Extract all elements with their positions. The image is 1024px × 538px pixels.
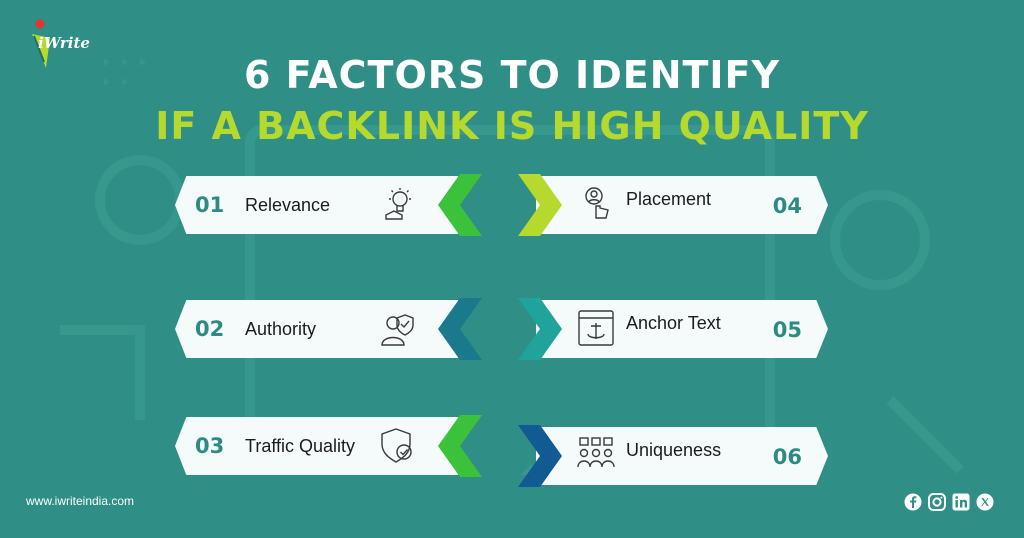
chevron-right-teal-icon: [518, 298, 562, 360]
brand-logo: [28, 18, 98, 78]
factor-card-02: 02 Authority: [175, 300, 458, 358]
logo-mark-icon: [32, 19, 50, 68]
factor-card-04: Placement 04: [536, 176, 828, 234]
page-title-line-2: IF A BACKLINK IS HIGH QUALITY: [155, 104, 869, 148]
lightbulb-hand-icon: [385, 188, 411, 220]
factor-number: 06: [772, 445, 802, 469]
logo-wordmark: iWrite: [38, 34, 90, 52]
person-shield-icon: [381, 314, 414, 346]
factor-label: Uniqueness: [626, 440, 722, 460]
factor-card-03: 03 Traffic Quality: [175, 417, 458, 475]
factor-label: Anchor Text: [626, 313, 721, 333]
chevron-left-teal-icon: [438, 298, 482, 360]
factor-number: 02: [195, 317, 225, 341]
chevron-right-blue-icon: [518, 425, 562, 487]
shield-check-icon: [381, 428, 412, 463]
anchor-browser-icon: [578, 310, 614, 346]
facebook-icon[interactable]: [904, 493, 922, 511]
factor-card-01: 01 Relevance: [175, 176, 458, 234]
chevron-left-green-icon: [438, 415, 482, 477]
factor-number: 03: [195, 434, 225, 458]
factor-number: 05: [772, 318, 802, 342]
factor-number: 04: [772, 194, 802, 218]
factor-label: Authority: [245, 318, 317, 339]
chevron-right-green-icon: [518, 174, 562, 236]
instagram-icon[interactable]: [928, 493, 946, 511]
group-users-icon: [577, 437, 615, 468]
factor-card-05: Anchor Text 05: [536, 300, 828, 358]
factor-label: Traffic Quality: [245, 435, 356, 456]
page-title-line-1: 6 FACTORS TO IDENTIFY: [243, 53, 781, 97]
x-icon[interactable]: [976, 493, 994, 511]
factor-label: Placement: [626, 189, 712, 209]
chevron-left-green-icon: [438, 174, 482, 236]
factor-label: Relevance: [245, 194, 331, 215]
website-url[interactable]: www.iwriteindia.com: [26, 494, 135, 508]
factor-card-06: Uniqueness 06: [536, 427, 828, 485]
hand-click-icon: [585, 187, 609, 219]
factor-number: 01: [195, 193, 225, 217]
linkedin-icon[interactable]: [952, 493, 970, 511]
